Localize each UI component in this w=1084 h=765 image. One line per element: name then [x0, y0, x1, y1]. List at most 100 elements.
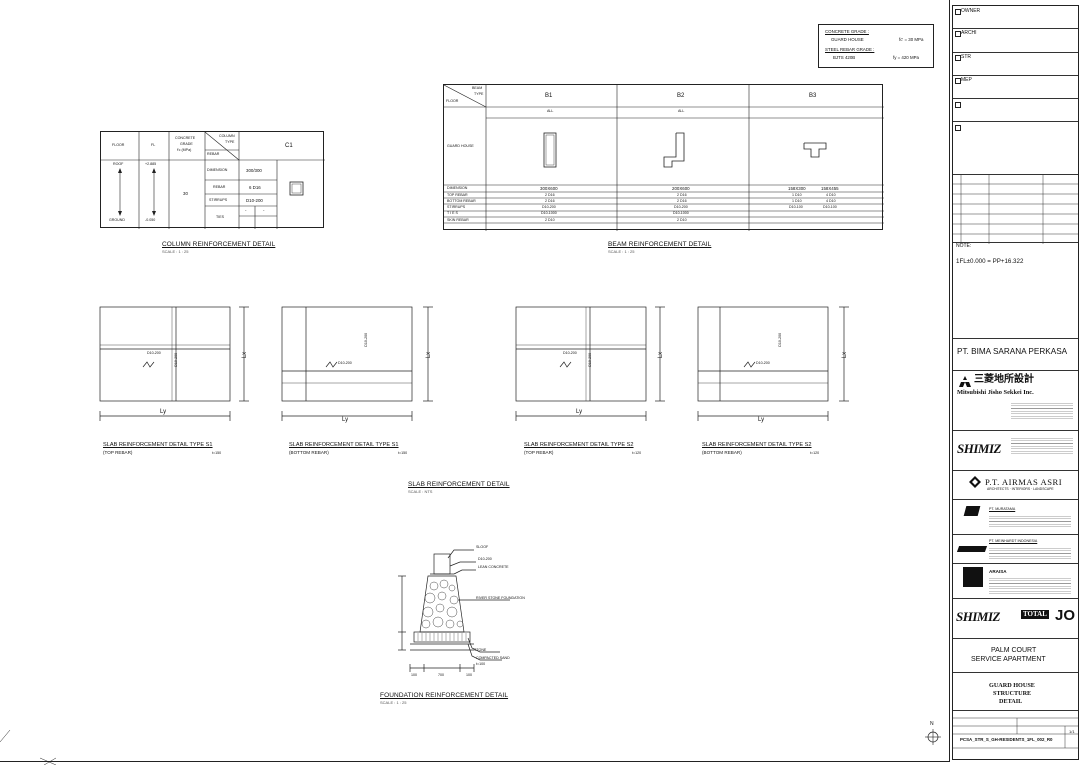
column-header-type-2: TYPE	[225, 140, 235, 144]
slab3-ly: Ly	[576, 409, 583, 415]
tb-mep: MEP	[961, 77, 972, 83]
column-row-rebar-value: 6 D16	[249, 185, 261, 190]
araisa-address	[989, 576, 1071, 594]
foundation-stirrup: D10-200	[478, 557, 492, 561]
column-header-grade: GRADE	[180, 142, 193, 146]
tb-drawing-3: DETAIL	[999, 698, 1023, 705]
beam-row-label: T I E S	[447, 211, 458, 215]
mitsubishi-address	[1011, 401, 1073, 421]
slab2-rebar-v: D10-200	[364, 332, 369, 347]
column-row-stirrups-label: STIRRUPS	[209, 198, 228, 202]
slab2-ly: Ly	[342, 417, 349, 423]
column-fl-bottom: -0.050	[145, 218, 156, 222]
steel-grade-title: STEEL REBAR GRADE :	[825, 47, 875, 52]
column-table-grid	[101, 132, 325, 229]
tb-mitsubishi-jp: 三菱地所設計	[974, 374, 1034, 385]
checkbox-icon	[955, 31, 961, 37]
foundation-detail-title: FOUNDATION REINFORCEMENT DETAIL	[380, 692, 509, 699]
foundation-dim-1: 100	[411, 673, 417, 677]
slab4-ly: Ly	[758, 417, 765, 423]
revision-table	[953, 174, 1078, 244]
checkbox-icon	[955, 78, 961, 84]
slab4-rebar-h: D10-200	[756, 361, 770, 365]
beam-cell: D10-1000	[673, 211, 689, 215]
column-header-concrete: CONCRETE	[175, 136, 196, 140]
muratama-address	[989, 514, 1071, 528]
slab3-lx: Lx	[658, 351, 665, 359]
tb-note-text: 1FL±0.000 = PP+16.322	[956, 258, 1024, 265]
slab2-thk: t=150	[398, 451, 408, 455]
tb-info-grid	[953, 717, 1078, 749]
beam-cell: 158X455	[821, 185, 839, 191]
slab3-sub: (TOP REBAR)	[524, 450, 554, 455]
beam-cell: 4 D10	[826, 198, 836, 203]
meinhardt-address	[989, 546, 1071, 560]
tb-note-label: NOTE:	[956, 243, 972, 249]
foundation-sloof: SLOOF	[476, 545, 489, 549]
tb-archi: ARCHI	[961, 30, 977, 36]
airmas-logo-icon	[969, 476, 981, 488]
slab1-rebar-v: D10-200	[174, 352, 179, 367]
foundation-river: RIVER STONE FOUNDATION	[476, 596, 525, 600]
column-header-fc: f'c (MPa)	[177, 148, 192, 152]
corner-marks	[0, 729, 57, 765]
slab4-thk: t=120	[810, 451, 820, 455]
tb-jo-shimizu: SHIMIZ	[956, 609, 1000, 624]
meinhardt-logo-icon	[956, 546, 988, 552]
slab-drawings	[99, 306, 849, 421]
tb-project-2: SERVICE APARTMENT	[971, 656, 1046, 663]
concrete-grade-box: CONCRETE GRADE : GUARD HOUSE fc' = 30 MP…	[818, 24, 934, 68]
beam-detail-scale: SCALE : 1 : 25	[608, 249, 635, 254]
slab-detail-title: SLAB REINFORCEMENT DETAIL	[408, 481, 510, 488]
column-row-ties-value: -	[245, 208, 247, 213]
beam-row-label: SKIN REBAR	[447, 217, 469, 222]
beam-corner-type: TYPE	[474, 92, 484, 96]
slab2-rebar-h: D10-200	[338, 361, 352, 365]
slab4-title: SLAB REINFORCEMENT DETAIL TYPE S2	[702, 442, 812, 448]
beam-table: BEAM TYPE FLOOR B1 B2 B3 ALL ALL GUARD H…	[443, 84, 884, 231]
concrete-grade-title: CONCRETE GRADE :	[825, 29, 869, 34]
column-row-ties-label: TIES	[216, 215, 224, 219]
beam-type-b1: B1	[545, 93, 553, 99]
tb-drawing-code: PCSA_STR_S_GH-RESIDENTS_1FL_002_R0	[960, 737, 1053, 742]
column-fl-top: +2.885	[145, 162, 157, 166]
beam-cell: D10-1000	[541, 211, 557, 215]
column-header-floor: FLOOR	[112, 143, 125, 147]
concrete-grade-value: fc' = 30 MPa	[899, 37, 924, 42]
mitsubishi-logo-icon	[959, 376, 971, 387]
column-detail-title: COLUMN REINFORCEMENT DETAIL	[162, 241, 276, 248]
column-row-stirrups-value: D10-200	[246, 198, 263, 203]
slab1-rebar-h: D10-200	[147, 351, 161, 355]
muratama-logo-icon	[963, 506, 981, 516]
beam-cell: 1 D10	[792, 198, 802, 203]
tb-airmas-sub: ARCHITECTS · INTERIORS · LANDSCAPE	[987, 487, 1054, 491]
tb-jo: JO	[1055, 607, 1076, 624]
tb-pt-muratama: PT. MURATAMA	[989, 507, 1016, 511]
beam-cell: D10-200	[542, 205, 556, 209]
column-row-rebar-label: REBAR	[213, 185, 226, 189]
beam-cell: 2 D16	[677, 192, 687, 197]
slab-detail-scale: SCALE : NTS	[408, 489, 433, 494]
slab2-lx: Lx	[426, 351, 433, 359]
beam-cell: 300X600	[540, 185, 558, 191]
araisa-logo-icon	[963, 567, 983, 587]
north-arrow-icon	[925, 729, 941, 745]
tb-drawing-2: STRUCTURE	[993, 690, 1032, 697]
tb-project-1: PALM COURT	[991, 647, 1037, 654]
column-type-c1: C1	[285, 143, 293, 149]
tb-drawing-1: GUARD HOUSE	[989, 682, 1035, 689]
beam-corner-floor: FLOOR	[446, 99, 459, 103]
slab1-title: SLAB REINFORCEMENT DETAIL TYPE S1	[103, 442, 213, 448]
foundation-detail-scale: SCALE : 1 : 25	[380, 700, 407, 705]
beam-cell: 2 D10	[677, 217, 687, 222]
foundation-sand-thk: t=100	[476, 662, 486, 666]
foundation-drawing	[398, 549, 510, 672]
beam-row-label: STIRRUPS	[447, 205, 466, 209]
foundation-lean: LEAN CONCRETE	[478, 565, 509, 569]
steel-grade-item: BJTS 420B	[833, 55, 856, 60]
slab3-rebar-h: D10-200	[563, 351, 577, 355]
beam-row-label: BOTTOM REBAR	[447, 198, 476, 203]
slab4-sub: (BOTTOM REBAR)	[702, 450, 742, 455]
slab3-rebar-v: D10-200	[588, 352, 593, 367]
